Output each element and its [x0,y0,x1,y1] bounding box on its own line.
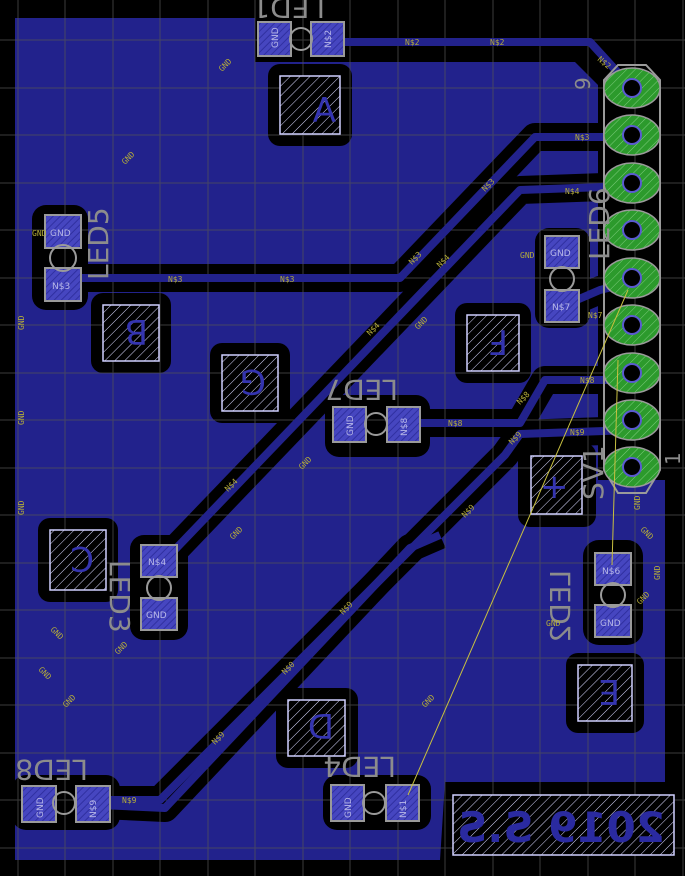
led4-label: LED4 [323,750,396,783]
header-sv1[interactable]: SV1 9 1 [571,64,685,500]
net-label: N$9 [122,796,137,805]
segment-c[interactable]: C [49,529,107,591]
net-label: GND [17,500,26,515]
svg-text:GND: GND [600,619,621,629]
net-label: N$7 [588,311,603,320]
svg-text:E: E [599,671,620,711]
net-label: N$3 [575,133,590,142]
trace-n9[interactable] [100,426,633,804]
svg-text:D: D [308,705,334,745]
led5[interactable]: GND N$3 LED5 [44,207,115,302]
net-label: GND [653,565,662,580]
net-label: GND [17,410,26,425]
svg-text:N$1: N$1 [399,800,409,818]
svg-text:C: C [70,538,94,578]
sv1-pin-first-label: 1 [661,452,685,465]
svg-text:GND: GND [50,229,71,239]
led8-label: LED8 [15,753,88,786]
led2[interactable]: N$6 GND LED2 [544,552,632,643]
svg-text:F: F [488,321,508,361]
segment-b[interactable]: B [102,304,160,362]
svg-text:N$6: N$6 [602,567,620,577]
segment-a[interactable]: A [279,75,341,135]
led1[interactable]: GND N$2 LED1 [252,0,345,57]
board-text: 2019 S.S [457,803,665,852]
net-label: GND [546,619,561,628]
trace-n3[interactable] [80,133,632,282]
segment-g[interactable]: G [221,354,279,412]
svg-text:N$2: N$2 [324,30,334,48]
led6[interactable]: GND N$7 LED6 [544,187,616,323]
svg-text:GND: GND [550,249,571,259]
net-label: N$9 [570,428,585,437]
trace-n4[interactable] [162,182,633,563]
sv1-label: SV1 [577,445,610,500]
segment-d[interactable]: D [287,699,346,757]
svg-text:N$8: N$8 [400,418,410,436]
net-label: GND [520,251,535,260]
svg-text:GND: GND [346,415,356,436]
svg-text:N$9: N$9 [89,800,99,818]
svg-text:GND: GND [271,27,281,48]
led1-label: LED1 [252,0,325,24]
segment-plus[interactable]: + [530,455,583,515]
led3-label: LED3 [103,560,136,633]
svg-text:A: A [313,91,336,131]
net-label: GND [633,495,642,510]
segment-f[interactable]: F [466,314,520,372]
svg-text:GND: GND [146,611,167,621]
net-label: N$4 [565,187,580,196]
svg-text:B: B [125,311,148,351]
svg-text:GND: GND [344,797,354,818]
net-label: N$2 [405,38,420,47]
net-label: GND [32,229,47,238]
trace-n0[interactable] [99,531,442,812]
svg-text:GND: GND [36,797,46,818]
led7[interactable]: GND N$8 LED7 [325,373,421,443]
net-label: GND [17,315,26,330]
net-label: N$8 [448,419,463,428]
net-label: N$2 [490,38,505,47]
svg-text:+: + [540,467,569,507]
led6-label: LED6 [583,187,616,260]
svg-text:G: G [240,361,266,401]
net-label: N$3 [168,275,183,284]
led2-label: LED2 [544,570,577,643]
board-text-box[interactable]: 2019 S.S [452,794,675,856]
led4[interactable]: GND N$1 LED4 [323,750,420,822]
led3[interactable]: N$4 GND LED3 [103,544,178,633]
segment-pads: A B G F C + D E [49,75,633,757]
led5-label: LED5 [82,207,115,280]
svg-text:N$7: N$7 [552,303,570,313]
svg-text:N$3: N$3 [52,282,70,292]
led8[interactable]: GND N$9 LED8 [15,753,111,823]
segment-e[interactable]: E [577,664,633,722]
sv1-pin-last-label: 9 [571,77,595,90]
net-label: N$8 [580,376,595,385]
svg-text:N$4: N$4 [148,558,166,568]
net-label: N$3 [280,275,295,284]
airwires[interactable] [407,289,629,796]
led7-label: LED7 [325,373,398,406]
